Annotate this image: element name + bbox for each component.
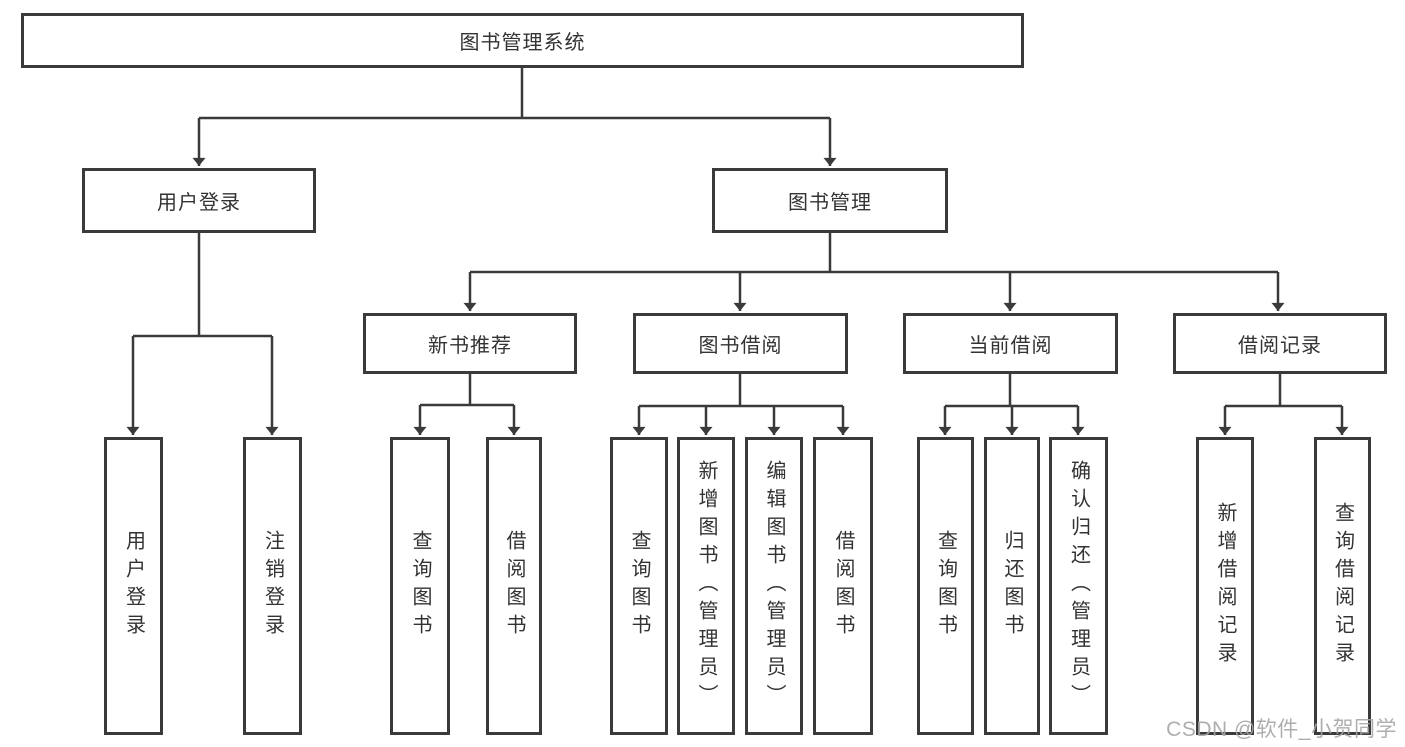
leaf-query-borrow-record: 查询借阅记录 <box>1314 437 1371 735</box>
leaf-borrow-books-1-label: 借阅图书 <box>503 530 525 642</box>
leaf-query-books-1: 查询图书 <box>390 437 450 735</box>
leaf-logout: 注销登录 <box>243 437 302 735</box>
leaf-confirm-return-admin: 确认归还（管理员） <box>1049 437 1108 735</box>
leaf-borrow-books-2-label: 借阅图书 <box>832 530 854 642</box>
node-book-management: 图书管理 <box>712 168 948 233</box>
node-current-borrowing: 当前借阅 <box>903 313 1118 374</box>
tree-arrows <box>126 118 1349 435</box>
leaf-add-borrow-record-label: 新增借阅记录 <box>1214 502 1236 670</box>
leaf-return-books: 归还图书 <box>984 437 1040 735</box>
leaf-add-borrow-record: 新增借阅记录 <box>1196 437 1254 735</box>
leaf-edit-books-admin: 编辑图书（管理员） <box>745 437 803 735</box>
node-new-book-recommendation: 新书推荐 <box>363 313 577 374</box>
leaf-query-books-3-label: 查询图书 <box>934 530 957 642</box>
leaf-user-login: 用户登录 <box>104 437 163 735</box>
leaf-query-books-3: 查询图书 <box>917 437 974 735</box>
node-user-login: 用户登录 <box>82 168 316 233</box>
leaf-add-books-admin: 新增图书（管理员） <box>677 437 735 735</box>
leaf-add-books-admin-label: 新增图书（管理员） <box>695 460 717 712</box>
leaf-borrow-books-1: 借阅图书 <box>486 437 542 735</box>
leaf-confirm-return-admin-label: 确认归还（管理员） <box>1067 460 1090 712</box>
node-borrowing-records: 借阅记录 <box>1173 313 1387 374</box>
leaf-borrow-books-2: 借阅图书 <box>813 437 873 735</box>
leaf-return-books-label: 归还图书 <box>1001 530 1023 642</box>
leaf-query-books-1-label: 查询图书 <box>409 530 431 642</box>
leaf-query-books-2-label: 查询图书 <box>628 530 650 642</box>
node-book-borrowing: 图书借阅 <box>633 313 848 374</box>
leaf-edit-books-admin-label: 编辑图书（管理员） <box>763 460 785 712</box>
leaf-logout-label: 注销登录 <box>261 530 284 642</box>
leaf-user-login-label: 用户登录 <box>122 530 145 642</box>
node-library-management-system: 图书管理系统 <box>21 13 1024 68</box>
leaf-query-books-2: 查询图书 <box>610 437 668 735</box>
csdn-watermark: CSDN @软件_小贺同学 <box>1166 718 1397 741</box>
leaf-query-borrow-record-label: 查询借阅记录 <box>1331 502 1354 670</box>
tree-rails <box>133 67 1342 408</box>
